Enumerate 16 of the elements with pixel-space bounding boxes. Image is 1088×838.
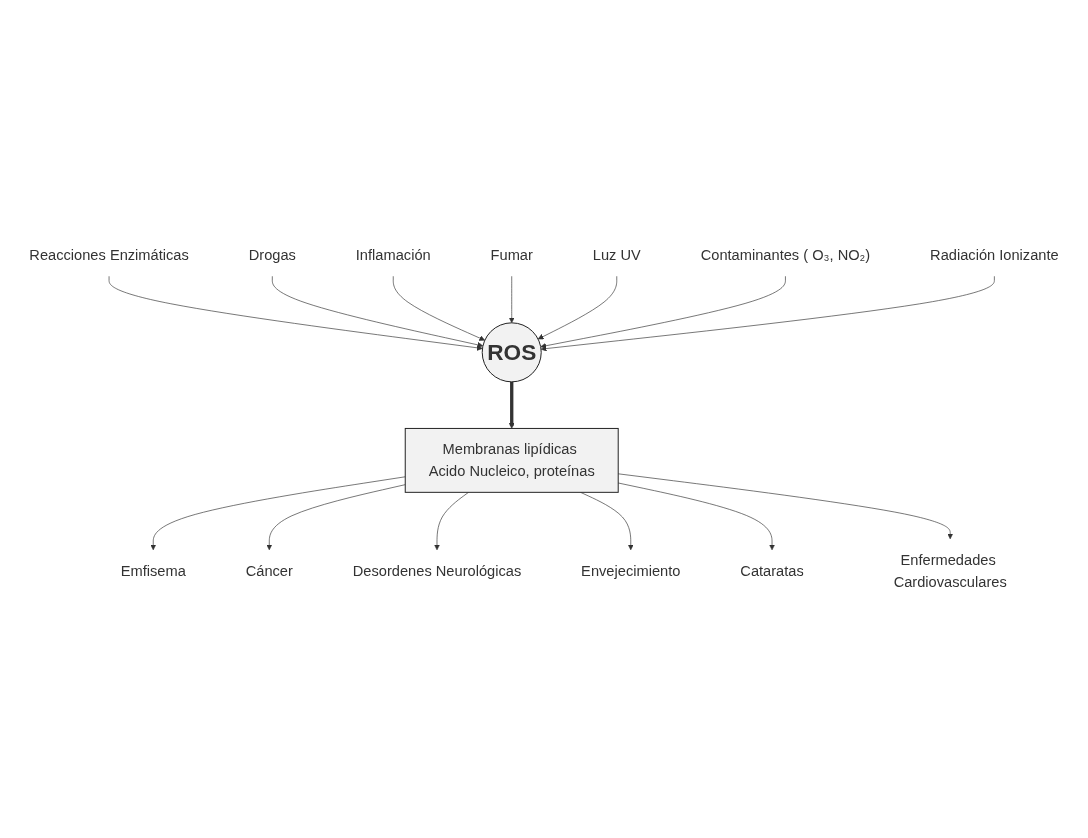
node-box: Membranas lipídicas Acido Nucleico, proteínas [404,428,619,494]
node-text: Emfisema [120,562,186,580]
node-text: Desordenes Neurológicas [352,562,522,580]
node-text: Cáncer [245,562,293,580]
node-text: Fumar [490,247,533,265]
node-text: Drogas [248,247,296,265]
node-text: Reacciones Enzimáticas [29,247,189,265]
node-text: Radiación Ionizante [930,247,1059,265]
node-text: Cataratas [740,562,804,580]
arrow [508,382,515,430]
node-text: Contaminantes ( O₃, NO₂) [700,247,871,265]
node-circle: ROS [481,322,542,383]
node-text: Inflamación [355,247,431,265]
node-text: Luz UV [592,247,641,265]
node-text: Enfermedades Cardiovasculares [893,552,1007,591]
node-text: Envejecimiento [581,562,681,580]
